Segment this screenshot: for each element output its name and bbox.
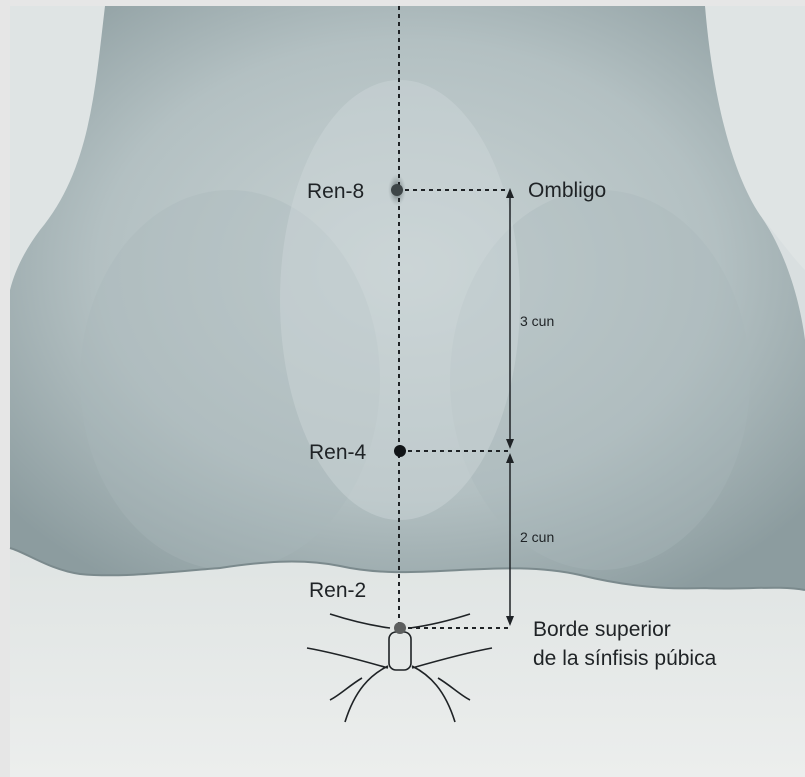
cun3-label: 3 cun <box>520 314 554 328</box>
symphysis-label-line1: Borde superior <box>533 615 671 644</box>
ren8-point <box>391 184 403 196</box>
ren2-label: Ren-2 <box>309 580 366 601</box>
ren4-point <box>394 445 406 457</box>
ombligo-label: Ombligo <box>528 180 606 201</box>
ren2-point <box>394 622 406 634</box>
symphysis-label-line2: de la sínfisis púbica <box>533 644 716 673</box>
ren4-label: Ren-4 <box>309 442 366 463</box>
cun2-label: 2 cun <box>520 530 554 544</box>
ren8-label: Ren-8 <box>307 181 364 202</box>
